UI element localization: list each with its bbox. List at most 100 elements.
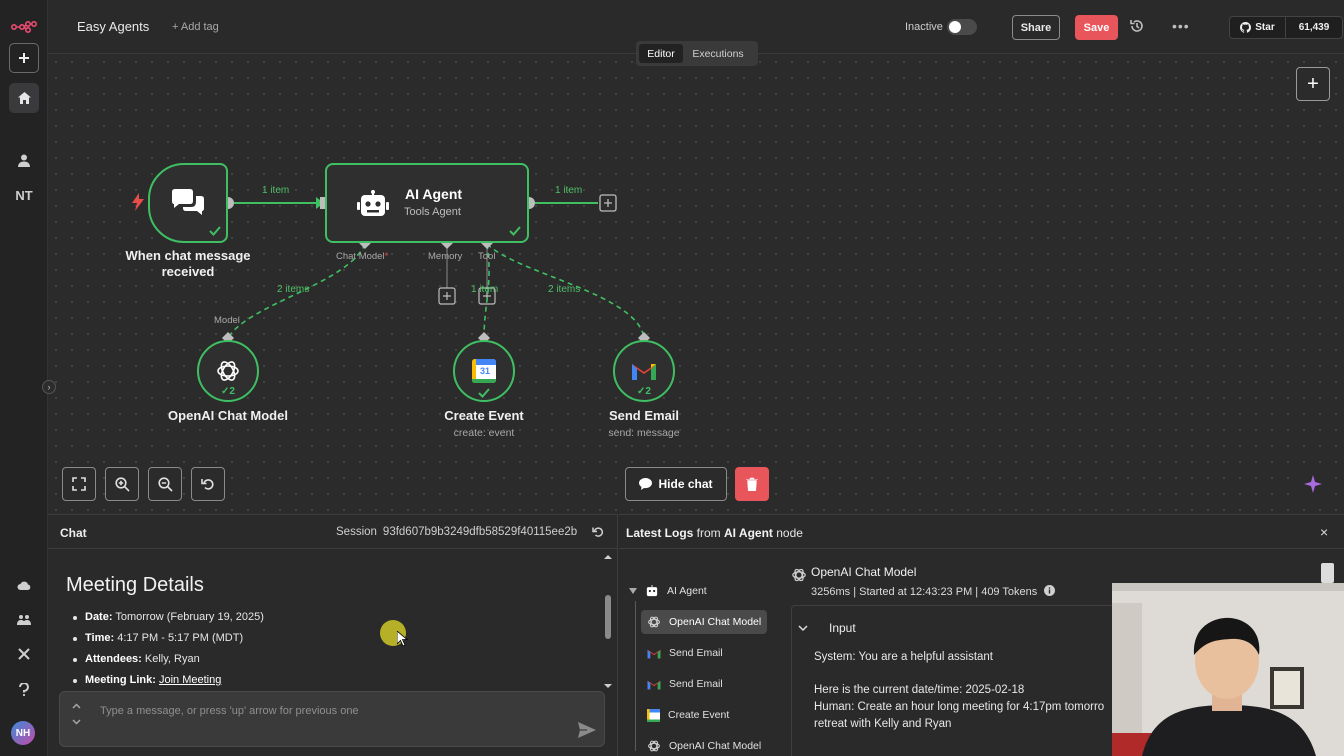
templates-icon[interactable] <box>9 604 39 634</box>
log-tree: AI Agent OpenAI Chat Model Send Email Se… <box>619 551 784 756</box>
tree-item-send-email[interactable]: Send Email <box>641 641 723 665</box>
zoom-in-button[interactable] <box>105 467 139 501</box>
detail-value: Tomorrow (February 19, 2025) <box>112 611 264 623</box>
model-port-label: Model <box>214 315 240 326</box>
agent-title: AI Agent <box>405 186 463 202</box>
logs-header: Latest Logs from AI Agent node × <box>619 515 1344 549</box>
tool-port-label: Tool <box>478 251 496 262</box>
tree-item-ai-agent[interactable]: AI Agent <box>623 579 707 603</box>
user-icon[interactable] <box>9 145 39 175</box>
tree-item-openai-chat-model[interactable]: OpenAI Chat Model <box>641 610 767 634</box>
edge-tool-calendar <box>483 243 490 339</box>
history-icon[interactable] <box>1129 18 1147 36</box>
github-icon <box>1240 22 1252 33</box>
tab-editor[interactable]: Editor <box>639 44 683 63</box>
more-options-icon[interactable]: ••• <box>1172 18 1190 34</box>
detail-key: Meeting Link: <box>85 674 156 686</box>
success-check-icon <box>509 226 521 236</box>
log-scrollbar[interactable] <box>1321 563 1334 583</box>
log-input-line: Here is the current date/time: 2025-02-1… <box>814 684 1025 696</box>
agent-input-port[interactable] <box>320 197 326 209</box>
github-star-button[interactable]: Star 61,439 <box>1229 16 1343 39</box>
log-input-line: System: You are a helpful assistant <box>814 651 993 663</box>
info-icon[interactable] <box>1044 585 1056 596</box>
mouse-cursor-icon <box>397 631 409 647</box>
tab-executions[interactable]: Executions <box>692 47 744 60</box>
detail-key: Attendees: <box>85 653 142 665</box>
ai-agent-node[interactable]: AI Agent Tools Agent <box>325 163 529 243</box>
detail-value: Kelly, Ryan <box>141 653 200 665</box>
join-meeting-link[interactable]: Join Meeting <box>158 674 222 686</box>
close-icon[interactable]: × <box>1320 524 1329 540</box>
edge-label-model: 2 items <box>277 284 310 295</box>
zoom-out-button[interactable] <box>148 467 182 501</box>
github-star-left: Star <box>1230 17 1286 38</box>
robot-icon <box>646 585 658 597</box>
editor-tabs: Editor Executions <box>636 41 758 66</box>
create-event-node[interactable]: 31 <box>453 340 515 402</box>
add-tag-link[interactable]: + Add tag <box>172 21 219 33</box>
scroll-down-icon[interactable] <box>603 682 613 690</box>
avatar[interactable]: NH <box>11 721 35 745</box>
memory-port-label: Memory <box>428 251 463 262</box>
share-button[interactable]: Share <box>1012 15 1060 40</box>
tree-item-label: Send Email <box>669 678 723 690</box>
sidebar-collapse-chevron-icon[interactable]: › <box>42 380 56 394</box>
input-section-title[interactable]: Input <box>829 621 856 635</box>
add-workflow-button[interactable] <box>9 43 39 73</box>
save-button[interactable]: Save <box>1075 15 1118 40</box>
chat-trigger-node[interactable] <box>148 163 228 243</box>
openai-node-label: OpenAI Chat Model <box>168 408 288 423</box>
send-email-node[interactable]: ✓2 <box>613 340 675 402</box>
chat-messages[interactable]: Meeting Details Date: Tomorrow (February… <box>48 550 604 690</box>
history-arrows-icon[interactable] <box>72 702 81 730</box>
robot-icon <box>357 190 389 216</box>
add-node-button[interactable]: + <box>1296 67 1330 101</box>
edge-model <box>227 243 366 339</box>
gmail-run-badge: ✓2 <box>637 386 651 397</box>
tree-item-send-email[interactable]: Send Email <box>641 672 723 696</box>
n8n-logo-icon[interactable] <box>9 12 39 42</box>
clear-execution-button[interactable] <box>735 467 769 501</box>
active-toggle[interactable] <box>947 19 977 35</box>
tree-item-openai-chat-model[interactable]: OpenAI Chat Model <box>641 734 761 756</box>
chat-scrollbar[interactable] <box>603 553 613 690</box>
home-icon[interactable] <box>9 83 39 113</box>
plus-glyph <box>604 199 612 207</box>
ai-assistant-button[interactable] <box>1298 469 1328 499</box>
edge-label-agent-out: 1 item <box>555 185 583 196</box>
logs-title-mid: from <box>693 526 725 540</box>
workflow-canvas[interactable]: When chat message received 1 item AI Age… <box>48 54 1344 514</box>
chevron-down-icon[interactable] <box>798 623 808 633</box>
openai-icon <box>648 616 660 628</box>
hide-chat-button[interactable]: Hide chat <box>625 467 727 501</box>
workflow-name[interactable]: Easy Agents <box>77 19 150 34</box>
reset-zoom-button[interactable] <box>191 467 225 501</box>
zoom-to-fit-button[interactable] <box>62 467 96 501</box>
session-id: 93fd607b9b3249dfb58529f40115ee2b <box>382 526 578 538</box>
tree-item-label: OpenAI Chat Model <box>669 740 762 752</box>
scroll-up-icon[interactable] <box>603 553 613 561</box>
google-calendar-icon: 31 <box>472 359 496 383</box>
required-asterisk: * <box>384 251 389 262</box>
openai-chat-model-node[interactable]: ✓2 <box>197 340 259 402</box>
trigger-label-line1: When chat message <box>125 248 251 263</box>
tree-item-label: OpenAI Chat Model <box>669 616 762 628</box>
scrollbar-thumb[interactable] <box>605 595 611 639</box>
meeting-heading: Meeting Details <box>66 574 204 596</box>
tree-item-create-event[interactable]: Create Event <box>641 703 729 727</box>
help-icon[interactable] <box>9 674 39 704</box>
project-initials[interactable]: NT <box>15 187 33 203</box>
variables-icon[interactable] <box>9 639 39 669</box>
chat-message-input[interactable]: Type a message, or press 'up' arrow for … <box>59 691 605 747</box>
logs-title: Latest Logs from AI Agent node <box>626 526 803 540</box>
reset-session-icon[interactable] <box>592 526 604 538</box>
tree-item-label: Send Email <box>669 647 723 659</box>
edge-tool-gmail <box>486 243 645 339</box>
tree-item-label: AI Agent <box>667 585 707 597</box>
fit-view-icon <box>72 477 86 491</box>
cloud-icon[interactable] <box>9 570 39 600</box>
list-item: Time: 4:17 PM - 5:17 PM (MDT) <box>66 628 586 649</box>
send-icon[interactable] <box>578 722 596 738</box>
